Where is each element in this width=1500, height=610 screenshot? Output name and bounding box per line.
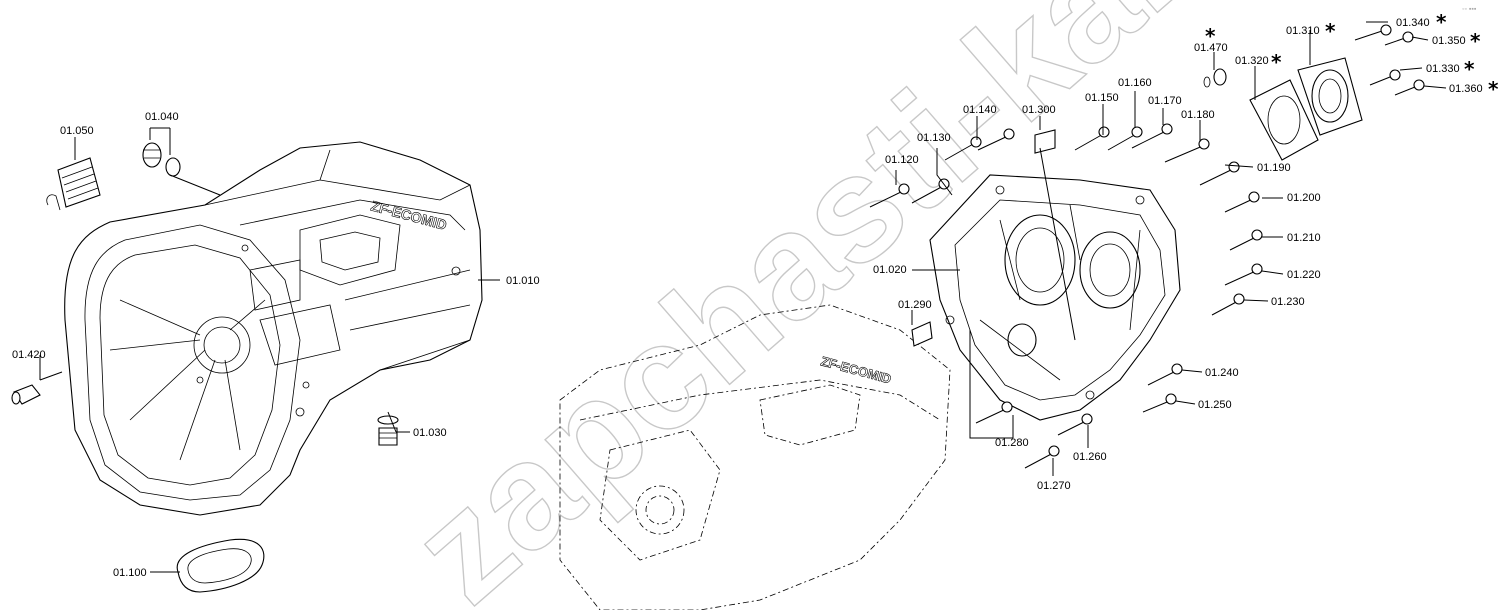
label-01420: 01.420 bbox=[12, 349, 46, 361]
label-01260: 01.260 bbox=[1073, 451, 1107, 463]
label-01270: 01.270 bbox=[1037, 480, 1071, 492]
label-01220: 01.220 bbox=[1287, 269, 1321, 281]
leader-lines bbox=[39, 21, 1447, 573]
label-01160: 01.160 bbox=[1118, 77, 1152, 89]
part-01030-drain-plug-icon bbox=[377, 415, 399, 446]
corner-mark: ◦◦ ▪▪▪ bbox=[1462, 6, 1477, 13]
part-01050-nameplate-icon bbox=[46, 157, 101, 211]
label-01290: 01.290 bbox=[898, 299, 932, 311]
label-01150: 01.150 bbox=[1085, 92, 1119, 104]
part-labels: 01.050 01.040 01.010 01.030 01.420 01.10… bbox=[12, 10, 1499, 579]
label-01140: 01.140 bbox=[963, 104, 997, 116]
asterisk-01330: * bbox=[1464, 57, 1475, 81]
gearbox-housing-illustration: ZF-ECOMID bbox=[64, 141, 483, 516]
label-01100: 01.100 bbox=[113, 567, 147, 579]
label-01340: 01.340 bbox=[1396, 17, 1430, 29]
label-01230: 01.230 bbox=[1271, 296, 1305, 308]
rear-cover-illustration bbox=[929, 174, 1181, 421]
cover-plate-icon bbox=[1203, 24, 1425, 161]
label-01310: 01.310 bbox=[1286, 25, 1320, 37]
label-01330: 01.330 bbox=[1426, 63, 1460, 75]
label-01210: 01.210 bbox=[1287, 232, 1321, 244]
label-01190: 01.190 bbox=[1257, 162, 1291, 174]
label-01350: 01.350 bbox=[1432, 35, 1466, 47]
label-01050: 01.050 bbox=[60, 125, 94, 137]
asterisk-01350: * bbox=[1470, 29, 1481, 53]
label-01470: 01.470 bbox=[1194, 42, 1228, 54]
label-01180: 01.180 bbox=[1181, 109, 1215, 121]
part-01420-plug-icon bbox=[11, 384, 41, 405]
asterisk-01360: * bbox=[1488, 77, 1499, 101]
label-01020: 01.020 bbox=[873, 264, 907, 276]
label-01120: 01.120 bbox=[885, 154, 919, 166]
label-01360: 01.360 bbox=[1449, 83, 1483, 95]
label-01040: 01.040 bbox=[145, 111, 179, 123]
asterisk-01470: * bbox=[1205, 24, 1216, 48]
asterisk-01320: * bbox=[1271, 50, 1282, 74]
asterisk-01340: * bbox=[1436, 10, 1447, 34]
label-01240: 01.240 bbox=[1205, 367, 1239, 379]
label-01300: 01.300 bbox=[1022, 104, 1056, 116]
label-01320: 01.320 bbox=[1235, 55, 1269, 67]
label-01280: 01.280 bbox=[995, 437, 1029, 449]
label-01250: 01.250 bbox=[1198, 399, 1232, 411]
label-01030: 01.030 bbox=[413, 427, 447, 439]
bolt-set-icon bbox=[869, 123, 1263, 469]
label-01170: 01.170 bbox=[1148, 95, 1182, 107]
label-01130: 01.130 bbox=[917, 132, 951, 144]
asterisk-01310: * bbox=[1325, 19, 1336, 43]
label-01200: 01.200 bbox=[1287, 192, 1321, 204]
part-01040-breather-icon bbox=[142, 142, 181, 177]
part-01100-gasket-icon bbox=[176, 538, 265, 593]
label-01010: 01.010 bbox=[506, 275, 540, 287]
